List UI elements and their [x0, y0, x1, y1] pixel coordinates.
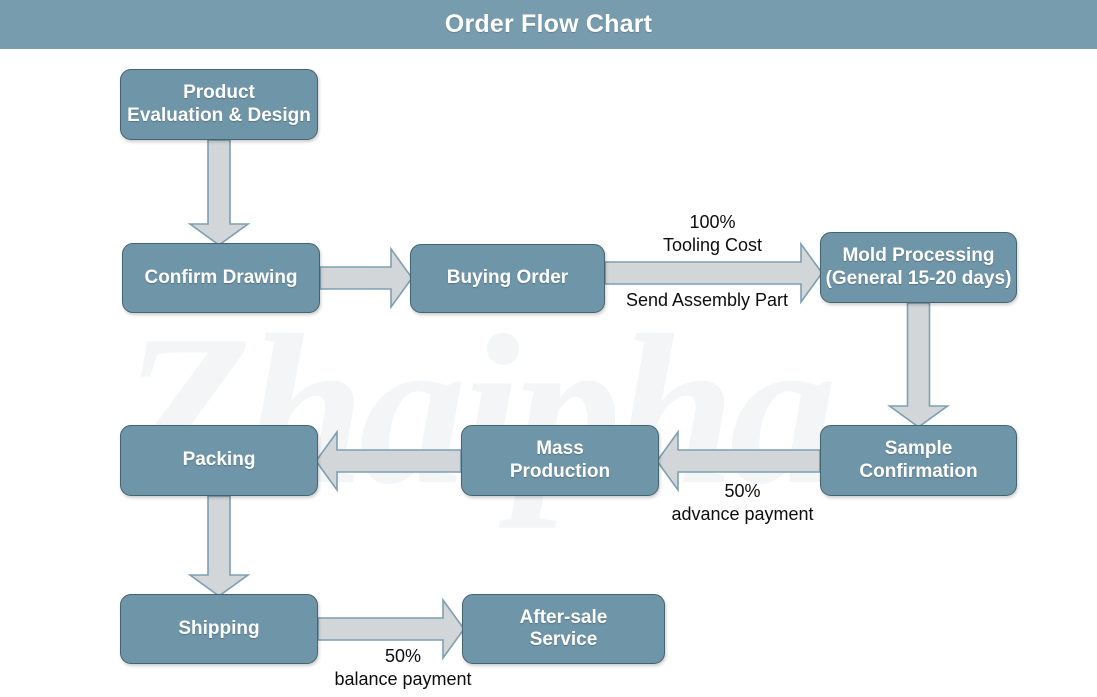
- node-label: Mass Production: [509, 438, 611, 482]
- arrow-confirm-to-buying: [319, 246, 413, 310]
- node-label: Mold Processing (General 15-20 days): [825, 245, 1012, 289]
- node-label: Buying Order: [446, 267, 569, 289]
- arrow-product-to-confirm: [187, 139, 251, 246]
- node-packing[interactable]: Packing: [120, 425, 318, 496]
- node-mold-processing[interactable]: Mold Processing (General 15-20 days): [820, 232, 1017, 303]
- edge-label-balance-payment: 50% balance payment: [334, 646, 472, 689]
- node-buying-order[interactable]: Buying Order: [410, 244, 605, 313]
- edge-label-tooling-cost: 100% Tooling Cost: [662, 212, 763, 255]
- node-label: Packing: [182, 449, 256, 471]
- page-title: Order Flow Chart: [444, 10, 653, 38]
- node-sample-confirmation[interactable]: Sample Confirmation: [820, 425, 1017, 496]
- chart-header: Order Flow Chart: [0, 0, 1097, 49]
- node-label: Confirm Drawing: [144, 266, 298, 288]
- node-after-sale-service[interactable]: After-sale Service: [462, 594, 665, 664]
- node-label: After-sale Service: [519, 606, 608, 650]
- edge-label-send-assembly: Send Assembly Part: [625, 290, 789, 310]
- node-mass-production[interactable]: Mass Production: [461, 425, 659, 496]
- arrow-mass-to-packing: [315, 429, 462, 493]
- node-confirm-drawing[interactable]: Confirm Drawing: [122, 243, 320, 313]
- arrow-packing-to-shipping: [187, 495, 251, 597]
- edge-label-advance-payment: 50% advance payment: [671, 481, 814, 524]
- node-label: Shipping: [178, 617, 260, 639]
- node-label: Product Evaluation & Design: [127, 82, 311, 126]
- arrow-mold-to-sample: [887, 302, 950, 428]
- node-shipping[interactable]: Shipping: [120, 594, 318, 664]
- node-label: Sample Confirmation: [859, 438, 978, 482]
- node-product-evaluation-design[interactable]: Product Evaluation & Design: [120, 69, 318, 140]
